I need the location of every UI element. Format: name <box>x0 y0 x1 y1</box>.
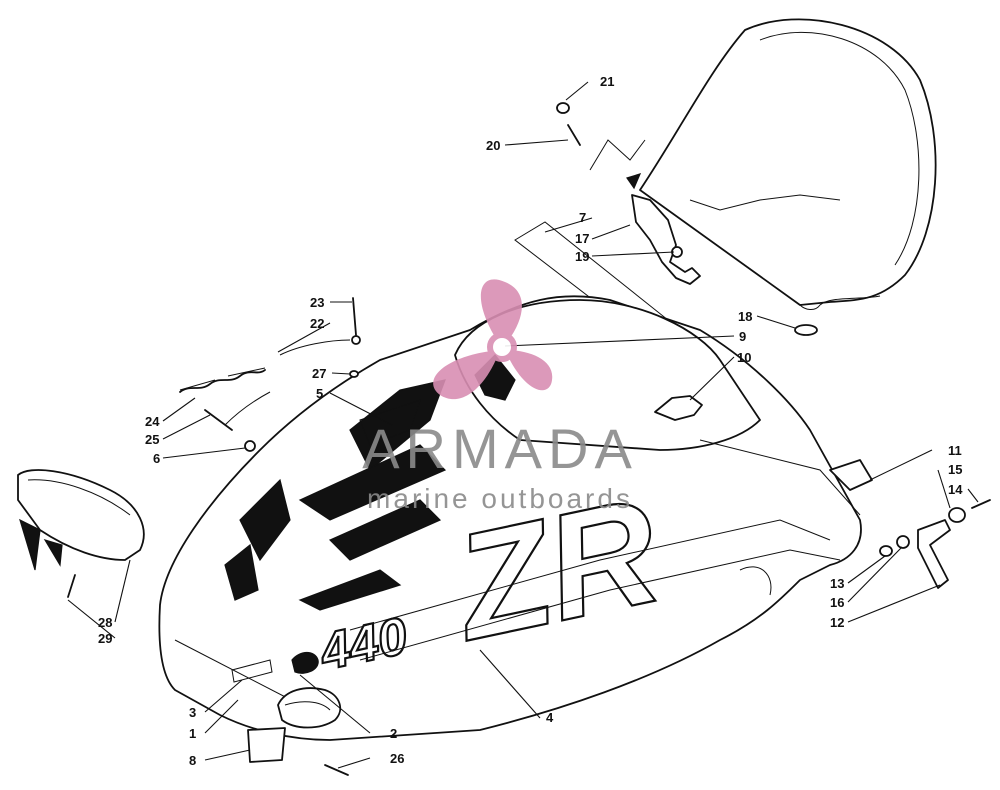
callout-16: 16 <box>830 595 844 610</box>
emblem <box>654 395 703 421</box>
callout-22: 22 <box>310 316 324 331</box>
headlight-assembly <box>277 651 342 729</box>
callout-2: 2 <box>390 726 397 741</box>
lower-bracket <box>247 727 349 776</box>
callout-27: 27 <box>312 366 326 381</box>
hood-hinge <box>879 499 991 589</box>
callout-29: 29 <box>98 631 112 646</box>
armada-watermark: ARMADA marine outboards <box>362 279 638 514</box>
propeller-logo-icon <box>433 279 553 400</box>
windshield <box>639 18 937 310</box>
callout-21: 21 <box>600 74 614 89</box>
callout-10: 10 <box>737 350 751 365</box>
callout-12: 12 <box>830 615 844 630</box>
callout-labels: 21 20 7 17 19 18 9 10 23 22 27 5 24 25 6… <box>98 74 963 768</box>
callout-13: 13 <box>830 576 844 591</box>
callout-9: 9 <box>739 329 746 344</box>
callout-24: 24 <box>145 414 160 429</box>
callout-17: 17 <box>575 231 589 246</box>
nameplate <box>231 659 273 683</box>
callout-7: 7 <box>579 210 586 225</box>
inner-decal <box>359 399 421 446</box>
callout-5: 5 <box>316 386 323 401</box>
air-intake <box>17 469 145 598</box>
watermark-brand: ARMADA <box>362 417 638 480</box>
callout-25: 25 <box>145 432 159 447</box>
side-panel-piece <box>829 459 873 491</box>
callout-19: 19 <box>575 249 589 264</box>
callout-15: 15 <box>948 462 962 477</box>
callout-14: 14 <box>948 482 963 497</box>
spring-cable-set <box>179 297 361 452</box>
callout-8: 8 <box>189 753 196 768</box>
screw-nut <box>556 102 646 171</box>
callout-6: 6 <box>153 451 160 466</box>
callout-18: 18 <box>738 309 752 324</box>
callout-11: 11 <box>948 443 962 458</box>
callout-3: 3 <box>189 705 196 720</box>
grommet <box>794 324 818 336</box>
callout-4: 4 <box>546 710 554 725</box>
callout-23: 23 <box>310 295 324 310</box>
callout-26: 26 <box>390 751 404 766</box>
callout-20: 20 <box>486 138 500 153</box>
callout-1: 1 <box>189 726 196 741</box>
watermark-tagline: marine outboards <box>367 483 633 514</box>
leader-lines <box>67 81 979 769</box>
callout-28: 28 <box>98 615 112 630</box>
